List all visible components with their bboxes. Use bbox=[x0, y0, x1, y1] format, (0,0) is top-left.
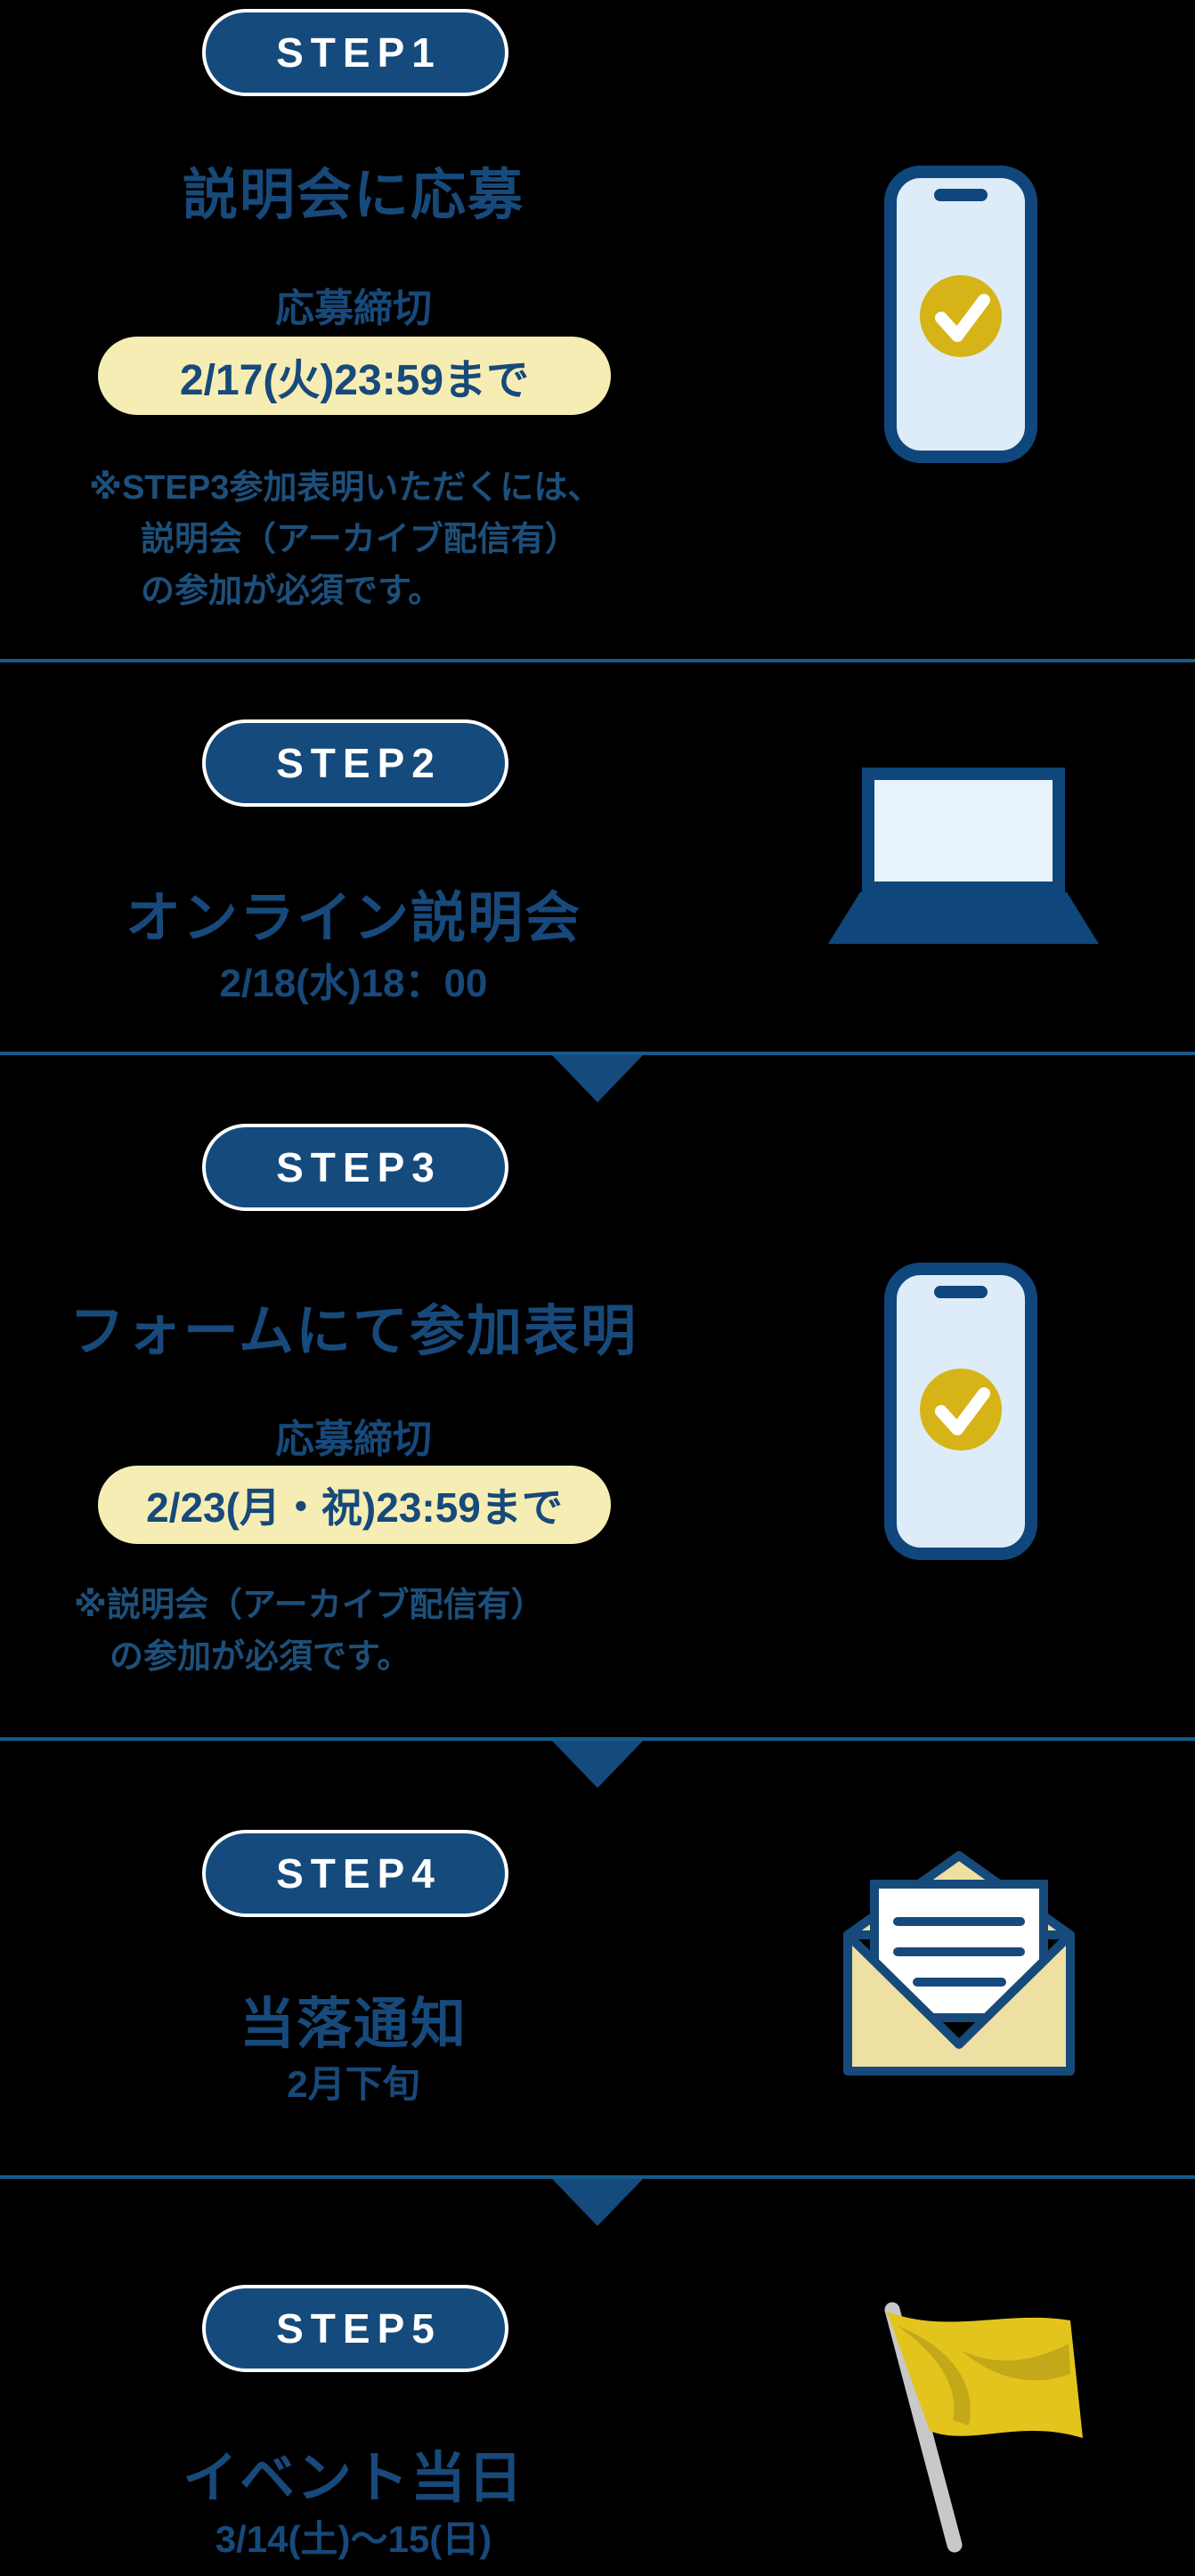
step-5-date: 3/14(土)～15(日) bbox=[215, 2518, 492, 2560]
step-1-deadline-value: 2/17(火)23:59まで bbox=[179, 357, 530, 404]
step-4-title: 当落通知 bbox=[239, 1994, 467, 2055]
step-1-badge: STEP1 bbox=[202, 9, 508, 96]
step-2-section: STEP2 オンライン説明会 2/18(水)18：00 bbox=[0, 662, 1195, 1052]
note-line: ※説明会（アーカイブ配信有） bbox=[74, 1587, 545, 1624]
step-4-section: STEP4 当落通知 2月下旬 bbox=[0, 1741, 1195, 2175]
smartphone-check-icon bbox=[884, 166, 1037, 463]
step-4-badge-label: STEP4 bbox=[276, 1850, 442, 1897]
note-line: ※STEP3参加表明いただくには、 bbox=[89, 469, 602, 507]
step-5-badge: STEP5 bbox=[202, 2285, 508, 2372]
section-divider bbox=[0, 1052, 1195, 1055]
step-5-badge-label: STEP5 bbox=[276, 2305, 442, 2352]
flag-icon bbox=[884, 2302, 1083, 2553]
step-1-deadline-label: 応募締切 bbox=[275, 287, 432, 330]
step-3-badge: STEP3 bbox=[202, 1124, 508, 1211]
step-5-title: イベント当日 bbox=[182, 2448, 524, 2509]
section-divider bbox=[0, 2175, 1195, 2179]
step-5-section: STEP5 イベント当日 3/14(土)～15(日) bbox=[0, 2179, 1195, 2576]
step-3-badge-label: STEP3 bbox=[276, 1144, 442, 1190]
step-2-date: 2/18(水)18：00 bbox=[219, 962, 488, 1005]
smartphone-check-icon bbox=[884, 1263, 1037, 1560]
step-2-badge-label: STEP2 bbox=[276, 740, 442, 786]
step-1-title: 説明会に応募 bbox=[182, 165, 524, 226]
step-3-deadline-label: 応募締切 bbox=[275, 1418, 432, 1461]
section-divider bbox=[0, 1737, 1195, 1741]
section-divider bbox=[0, 659, 1195, 662]
step-2-title: オンライン説明会 bbox=[125, 888, 581, 949]
note-line: の参加が必須です。 bbox=[141, 572, 443, 610]
envelope-icon bbox=[843, 1851, 1075, 2076]
step-3-title: フォームにて参加表明 bbox=[69, 1301, 638, 1362]
step-1-section: STEP1 説明会に応募 応募締切 2/17(火)23:59まで ※STEP3参… bbox=[0, 0, 1195, 659]
note-line: 説明会（アーカイブ配信有） bbox=[141, 520, 579, 558]
step-1-deadline-pill: 2/17(火)23:59まで bbox=[98, 337, 611, 415]
step-2-badge: STEP2 bbox=[202, 719, 508, 807]
step-3-deadline-value: 2/23(月・祝)23:59まで bbox=[146, 1484, 563, 1531]
flow-arrow-down-icon bbox=[552, 1741, 643, 1788]
step-4-date: 2月下旬 bbox=[287, 2063, 420, 2105]
step-3-section: STEP3 フォームにて参加表明 応募締切 2/23(月・祝)23:59まで ※… bbox=[0, 1055, 1195, 1737]
flow-arrow-down-icon bbox=[552, 2179, 643, 2226]
step-4-badge: STEP4 bbox=[202, 1830, 508, 1917]
flow-arrow-down-icon bbox=[552, 1055, 643, 1102]
note-line: の参加が必須です。 bbox=[110, 1637, 411, 1676]
step-1-badge-label: STEP1 bbox=[276, 29, 442, 76]
laptop-icon bbox=[828, 768, 1099, 944]
step-1-note: ※STEP3参加表明いただくには、 説明会（アーカイブ配信有） の参加が必須です… bbox=[89, 463, 601, 617]
step-3-deadline-pill: 2/23(月・祝)23:59まで bbox=[98, 1466, 611, 1544]
step-3-note: ※説明会（アーカイブ配信有） の参加が必須です。 bbox=[74, 1581, 545, 1684]
